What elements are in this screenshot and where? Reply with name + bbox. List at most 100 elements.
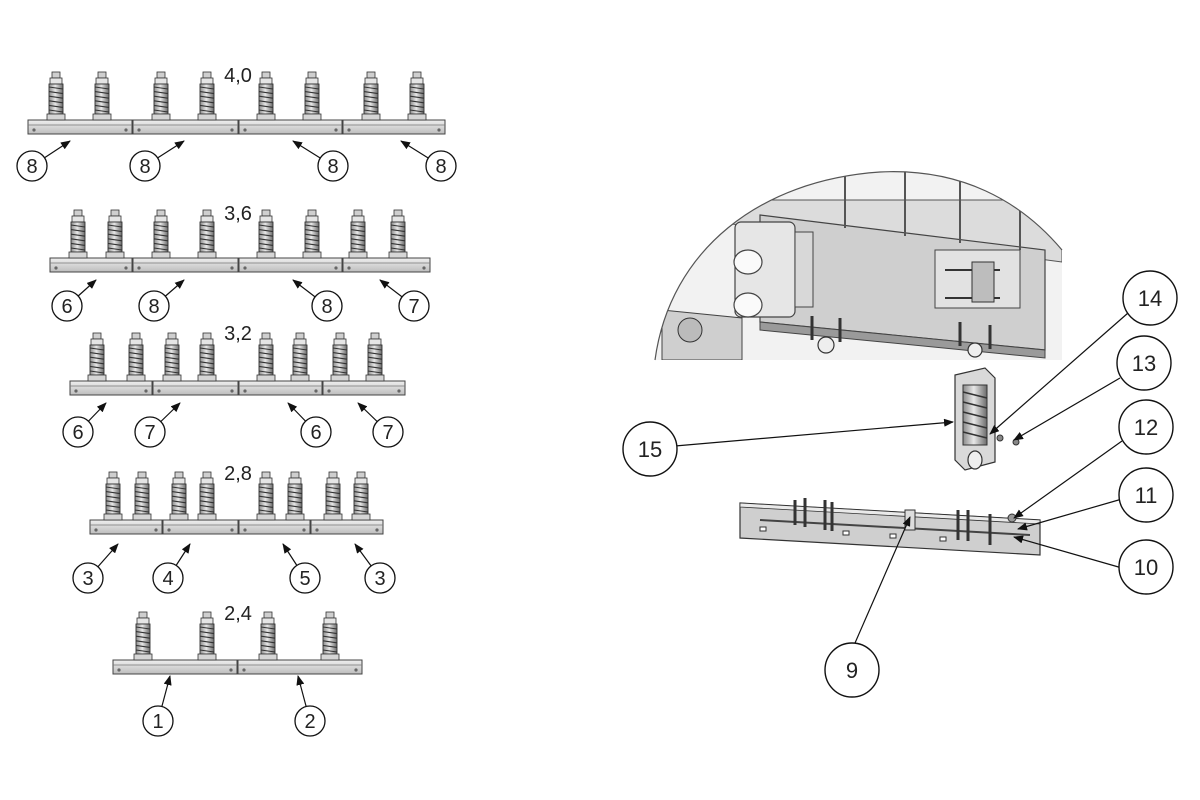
callout-circle <box>72 562 104 594</box>
assembly-callouts: 15 14 13 12 11 10 <box>622 270 1178 698</box>
leader-12 <box>1013 440 1123 519</box>
part-callout: 6 <box>51 279 97 322</box>
assembly-view: 15 14 13 12 11 10 <box>622 171 1178 698</box>
svg-text:10: 10 <box>1134 555 1158 580</box>
part-callout: 8 <box>292 140 349 182</box>
part-number: 8 <box>139 156 150 178</box>
lower-bar <box>739 498 1041 556</box>
callout-circle <box>364 562 396 594</box>
part-callout: 4 <box>152 543 191 594</box>
callout-14: 14 <box>1122 270 1178 326</box>
callout-circle <box>51 290 83 322</box>
leader-9 <box>854 516 911 644</box>
bar-segment <box>27 71 133 135</box>
width-label: 3,2 <box>224 323 252 345</box>
svg-text:14: 14 <box>1138 286 1162 311</box>
part-number: 8 <box>148 296 159 318</box>
bar-segment <box>238 209 343 273</box>
callout-13: 13 <box>1116 335 1172 391</box>
callout-circle <box>134 416 166 448</box>
part-callout: 8 <box>129 140 185 182</box>
width-label: 2,4 <box>224 603 252 625</box>
leader-10 <box>1013 535 1123 569</box>
bar-segment <box>310 471 384 535</box>
bar-segment <box>132 71 239 135</box>
part-callout: 8 <box>16 140 71 182</box>
svg-text:9: 9 <box>846 658 858 683</box>
part-number: 1 <box>152 711 163 733</box>
part-number: 8 <box>435 156 446 178</box>
part-number: 7 <box>382 422 393 444</box>
callout-circle <box>398 290 430 322</box>
part-number: 8 <box>327 156 338 178</box>
bar-segment <box>342 71 446 135</box>
leader-13 <box>1013 377 1121 441</box>
part-number: 7 <box>408 296 419 318</box>
callout-circle <box>317 150 349 182</box>
callout-circle <box>152 562 184 594</box>
bar-segment <box>112 611 238 675</box>
part-callout: 5 <box>282 543 321 594</box>
width-label: 2,8 <box>224 463 252 485</box>
bar-segment <box>238 332 323 396</box>
callout-circle <box>129 150 161 182</box>
part-number: 6 <box>61 296 72 318</box>
callout-circle <box>289 562 321 594</box>
part-number: 2 <box>304 711 315 733</box>
part-number: 5 <box>299 568 310 590</box>
leader-14 <box>989 312 1129 435</box>
part-callout: 8 <box>138 279 185 322</box>
svg-text:11: 11 <box>1135 483 1158 508</box>
callout-circle <box>311 290 343 322</box>
svg-text:13: 13 <box>1132 351 1156 376</box>
callout-circle <box>138 290 170 322</box>
part-number: 6 <box>72 422 83 444</box>
assembly-leaders <box>674 312 1129 644</box>
callout-circle <box>142 705 174 737</box>
width-config-row: 3,6 6 8 8 7 <box>49 203 431 322</box>
part-number: 6 <box>310 422 321 444</box>
leader-11 <box>1017 498 1123 531</box>
width-config-row: 4,0 8 8 8 8 <box>16 65 457 182</box>
part-number: 8 <box>321 296 332 318</box>
callout-circle <box>294 705 326 737</box>
spring-unit <box>954 367 1020 471</box>
bar-segment <box>89 471 163 535</box>
part-number: 4 <box>162 568 173 590</box>
callout-12: 12 <box>1118 399 1174 455</box>
part-callout: 8 <box>292 279 343 322</box>
width-config-row: 2,4 1 2 <box>112 603 363 737</box>
bar-segment <box>342 209 431 273</box>
bar-segment <box>152 332 239 396</box>
bar-segment <box>132 209 239 273</box>
part-callout: 3 <box>354 543 396 594</box>
svg-text:12: 12 <box>1134 415 1158 440</box>
part-callout: 8 <box>400 140 457 182</box>
frame-cutaway <box>655 171 1062 360</box>
callout-circle <box>425 150 457 182</box>
callout-circle <box>16 150 48 182</box>
bar-segment <box>238 71 343 135</box>
callout-15: 15 <box>622 421 678 477</box>
callout-10: 10 <box>1118 539 1174 595</box>
width-config-row: 3,2 6 7 6 7 <box>62 323 406 448</box>
part-callout: 7 <box>357 402 404 448</box>
part-callout: 1 <box>142 675 174 737</box>
callout-11: 11 <box>1118 467 1174 523</box>
bar-segment <box>162 471 239 535</box>
width-label: 3,6 <box>224 203 252 225</box>
bar-segment <box>322 332 406 396</box>
bar-segment <box>49 209 133 273</box>
callout-9: 9 <box>824 642 880 698</box>
part-number: 8 <box>26 156 37 178</box>
part-number: 7 <box>144 422 155 444</box>
width-label: 4,0 <box>224 65 252 87</box>
callout-circle <box>300 416 332 448</box>
part-number: 3 <box>374 568 385 590</box>
part-callout: 2 <box>294 675 326 737</box>
leader-15 <box>674 418 954 447</box>
bar-segment <box>238 471 311 535</box>
